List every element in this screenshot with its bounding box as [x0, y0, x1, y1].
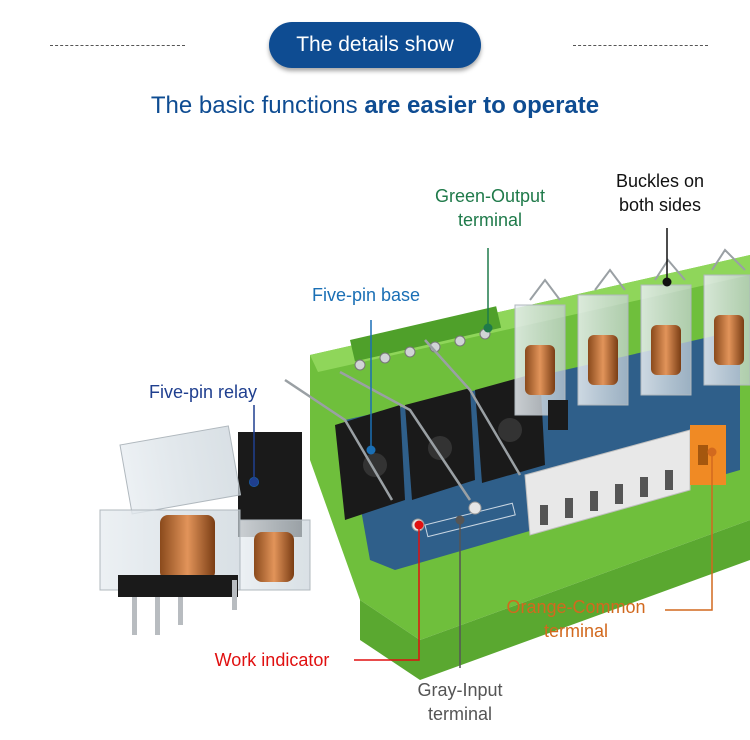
headline-bold: are easier to operate	[364, 92, 600, 119]
loose-five-pin-relay-clear	[99, 425, 242, 635]
pcb-silkscreen	[424, 502, 516, 538]
loose-five-pin-relay-black	[238, 432, 311, 591]
gray-input-label: Gray-Input terminal	[395, 678, 525, 726]
green-output-line2: terminal	[457, 210, 523, 230]
gray-input-line2: terminal	[427, 704, 493, 724]
buckles-line1: Buckles on	[615, 171, 705, 191]
title-badge: The details show	[269, 22, 481, 68]
buckles-line2: both sides	[618, 195, 702, 215]
five-pin-relay-label: Five-pin relay	[148, 382, 258, 402]
buckles-label: Buckles on both sides	[595, 169, 725, 217]
right-divider	[573, 45, 708, 46]
work-indicator-label: Work indicator	[214, 650, 330, 670]
left-divider	[50, 45, 185, 46]
retaining-clips	[284, 339, 522, 501]
mounted-relays	[514, 248, 750, 430]
orange-common-line1: Orange-Common	[506, 597, 646, 617]
five-pin-base-label: Five-pin base	[311, 285, 421, 305]
page-headline: The basic functions are easier to operat…	[0, 92, 750, 120]
orange-common-terminal	[690, 425, 726, 485]
orange-common-label: Orange-Common terminal	[486, 595, 666, 643]
gray-input-terminal-block	[524, 429, 691, 536]
gray-input-line1: Gray-Input	[417, 680, 503, 700]
headline-regular: The basic functions	[150, 92, 365, 119]
callout-lines	[249, 228, 717, 668]
green-output-line1: Green-Output	[434, 186, 546, 206]
green-output-label: Green-Output terminal	[420, 184, 560, 232]
output-terminal-row	[350, 306, 502, 371]
orange-common-line2: terminal	[543, 621, 609, 641]
